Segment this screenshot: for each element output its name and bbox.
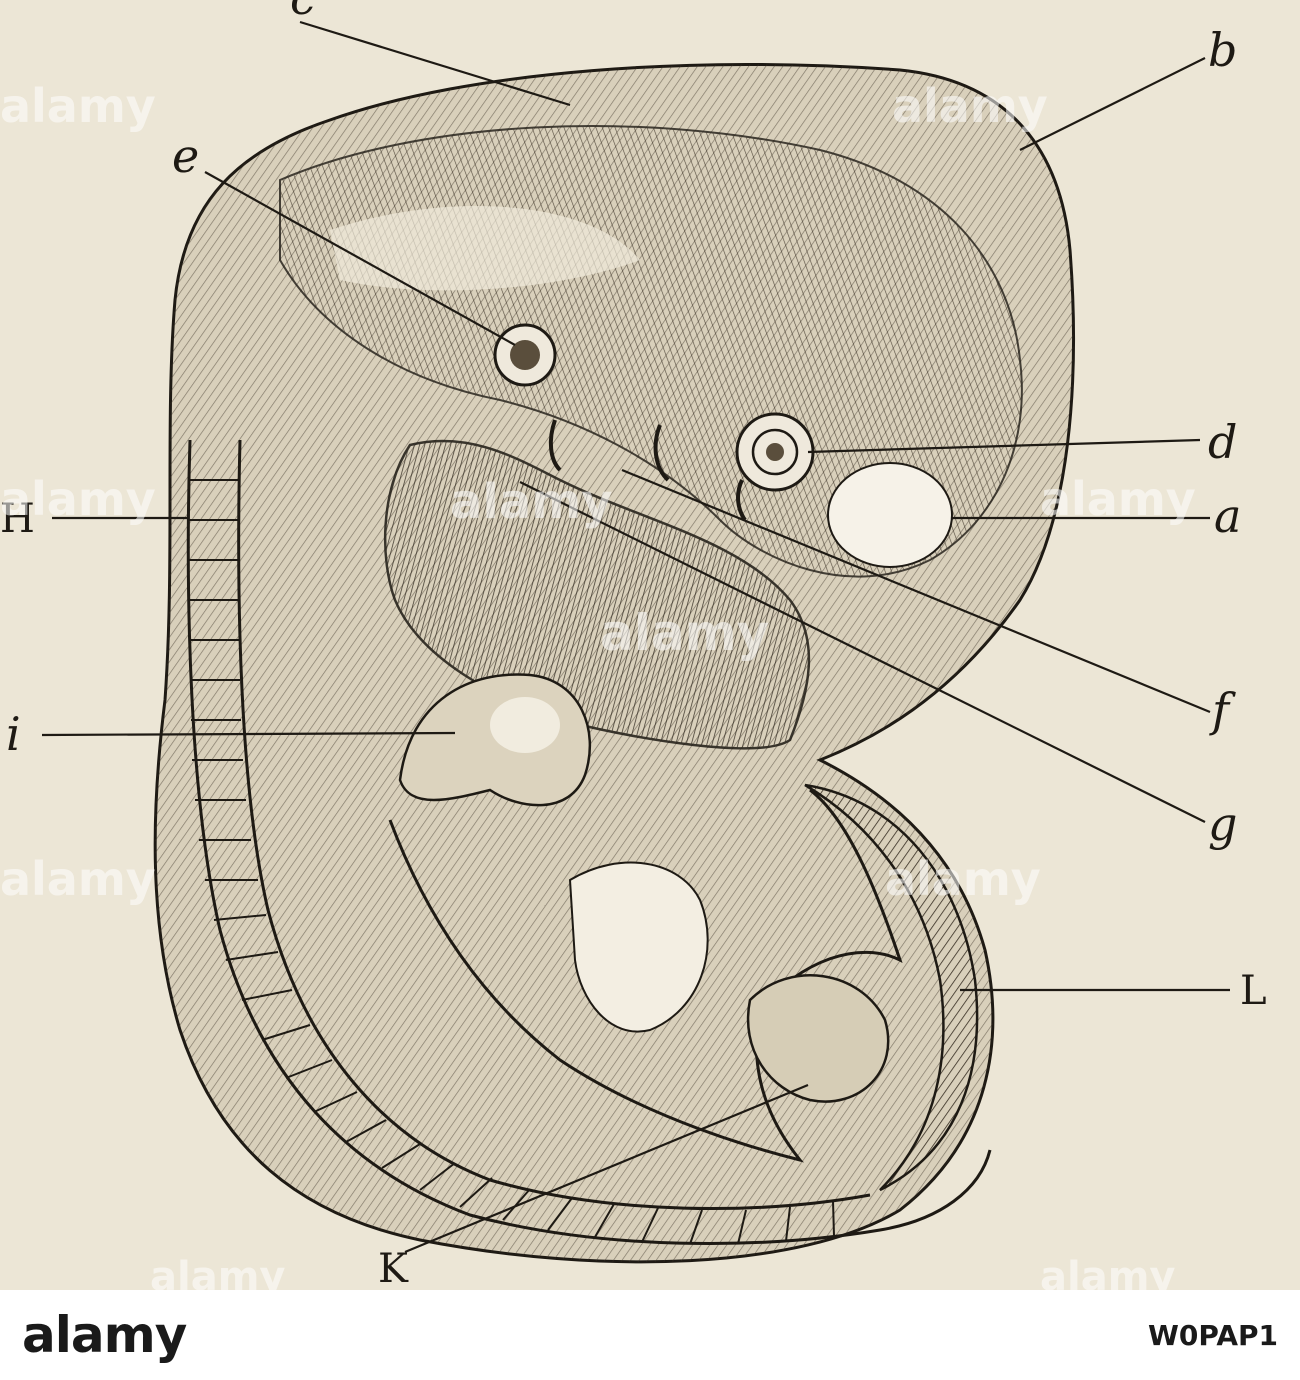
- watermark-text: alamy: [885, 852, 1041, 906]
- watermark-layer: alamy alamy alamy alamy alamy alamy alam…: [0, 79, 1196, 1290]
- label-f: f: [1209, 683, 1236, 737]
- label-L: L: [1240, 968, 1267, 1014]
- label-b: b: [1208, 23, 1237, 77]
- label-d: d: [1208, 415, 1237, 469]
- watermark-text: alamy: [0, 472, 156, 526]
- watermark-text: alamy: [0, 79, 156, 133]
- label-g: g: [1208, 797, 1237, 851]
- head-region: [279, 125, 1023, 578]
- footer-image-id: W0PAP1: [1148, 1318, 1278, 1352]
- watermark-text: alamy: [1040, 472, 1196, 526]
- gill-clefts: [548, 419, 747, 522]
- watermark-text: alamy: [0, 852, 156, 906]
- heart-region: [383, 439, 811, 750]
- watermark-text: alamy: [1040, 1254, 1175, 1290]
- somite-column: [186, 439, 992, 1246]
- watermark-text: alamy: [450, 474, 613, 530]
- labels: c b e d a H i f g L K: [0, 0, 1267, 1290]
- label-a: a: [1214, 489, 1241, 543]
- watermark-text: alamy: [150, 1254, 285, 1290]
- label-e: e: [172, 129, 199, 183]
- label-H: H: [0, 496, 35, 542]
- watermark-text: alamy: [892, 79, 1048, 133]
- footer-logo: alamy: [22, 1306, 187, 1364]
- tail-region: [388, 783, 979, 1192]
- nasal-pit: [827, 462, 953, 568]
- embryo-engraving: c b e d a H i f g L K alamy alamy alamy …: [0, 0, 1267, 1290]
- label-K: K: [378, 1246, 409, 1290]
- label-c: c: [290, 0, 316, 25]
- watermark-text: alamy: [600, 604, 769, 662]
- stock-footer: alamy W0PAP1: [0, 1290, 1300, 1380]
- label-i: i: [6, 707, 21, 761]
- leader-lines: [41, 20, 1230, 1254]
- eye: [735, 412, 815, 492]
- ear-vesicle: [493, 323, 557, 387]
- limb-bud: [398, 673, 592, 807]
